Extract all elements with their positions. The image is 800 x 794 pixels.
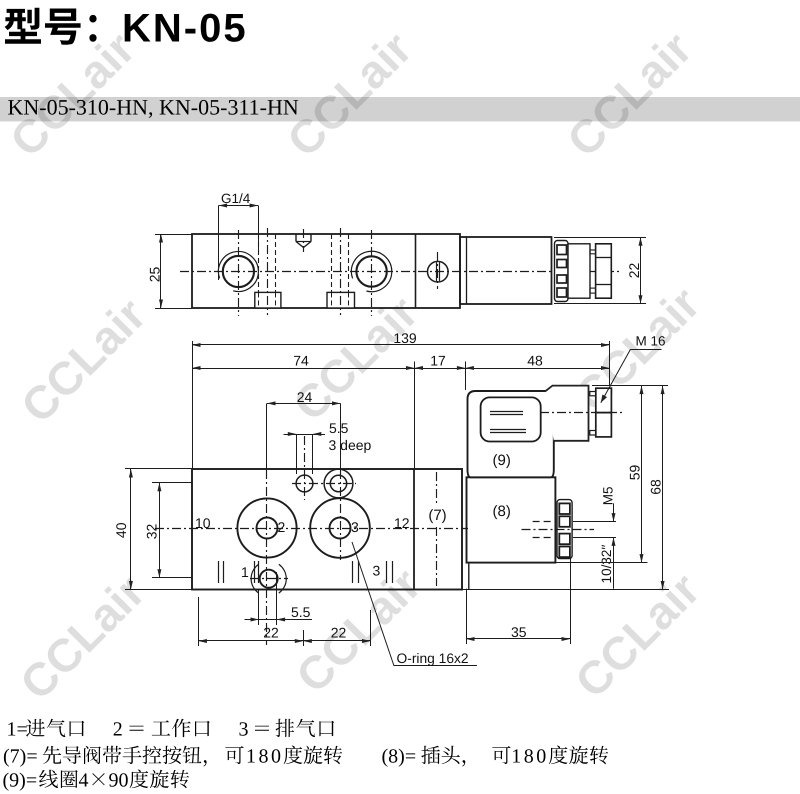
svg-text:48: 48: [527, 353, 543, 369]
svg-text:10: 10: [195, 515, 211, 531]
svg-text:(9): (9): [493, 452, 511, 469]
svg-text:(8)=: (8)=: [382, 746, 417, 768]
svg-text:22: 22: [331, 625, 347, 641]
svg-text:35: 35: [511, 624, 527, 640]
svg-text:G1/4: G1/4: [221, 191, 251, 206]
svg-text:17: 17: [430, 353, 446, 369]
svg-text:180: 180: [246, 746, 284, 768]
svg-text:2: 2: [113, 719, 123, 741]
svg-text:40: 40: [113, 522, 129, 538]
svg-text:22: 22: [263, 625, 279, 641]
svg-text:M5: M5: [601, 487, 616, 506]
svg-text:68: 68: [648, 479, 664, 495]
svg-text:22: 22: [626, 263, 642, 279]
svg-text:2: 2: [278, 519, 286, 535]
svg-text:59: 59: [627, 465, 643, 481]
svg-text:24: 24: [297, 389, 313, 405]
svg-text:5.5: 5.5: [291, 604, 311, 620]
svg-text:74: 74: [293, 353, 309, 369]
svg-text:KN-05-310-HN, KN-05-311-HN: KN-05-310-HN, KN-05-311-HN: [8, 95, 299, 120]
svg-text:5.5: 5.5: [329, 420, 349, 436]
svg-text:M 16: M 16: [636, 334, 666, 349]
svg-text:180: 180: [511, 746, 549, 768]
svg-text:3: 3: [351, 519, 359, 535]
svg-text:32: 32: [144, 524, 160, 540]
svg-text:10/32′′: 10/32′′: [599, 544, 614, 583]
svg-text:KN-05: KN-05: [122, 6, 248, 50]
svg-text:(7)=: (7)=: [3, 746, 38, 768]
svg-text:(7): (7): [428, 507, 446, 524]
svg-text:(8): (8): [493, 503, 511, 520]
svg-text:25: 25: [147, 267, 163, 283]
svg-text:1: 1: [241, 564, 249, 580]
svg-text:90: 90: [109, 770, 129, 792]
svg-text:O-ring 16x2: O-ring 16x2: [397, 651, 469, 666]
svg-text:3 deep: 3 deep: [329, 437, 372, 453]
svg-text:3: 3: [239, 719, 249, 741]
svg-text:4: 4: [79, 770, 89, 792]
svg-text:12: 12: [394, 515, 410, 531]
svg-text:1=: 1=: [7, 719, 28, 741]
svg-text:3: 3: [373, 563, 381, 579]
svg-text:(9)=: (9)=: [3, 770, 38, 792]
svg-text:139: 139: [393, 330, 417, 346]
